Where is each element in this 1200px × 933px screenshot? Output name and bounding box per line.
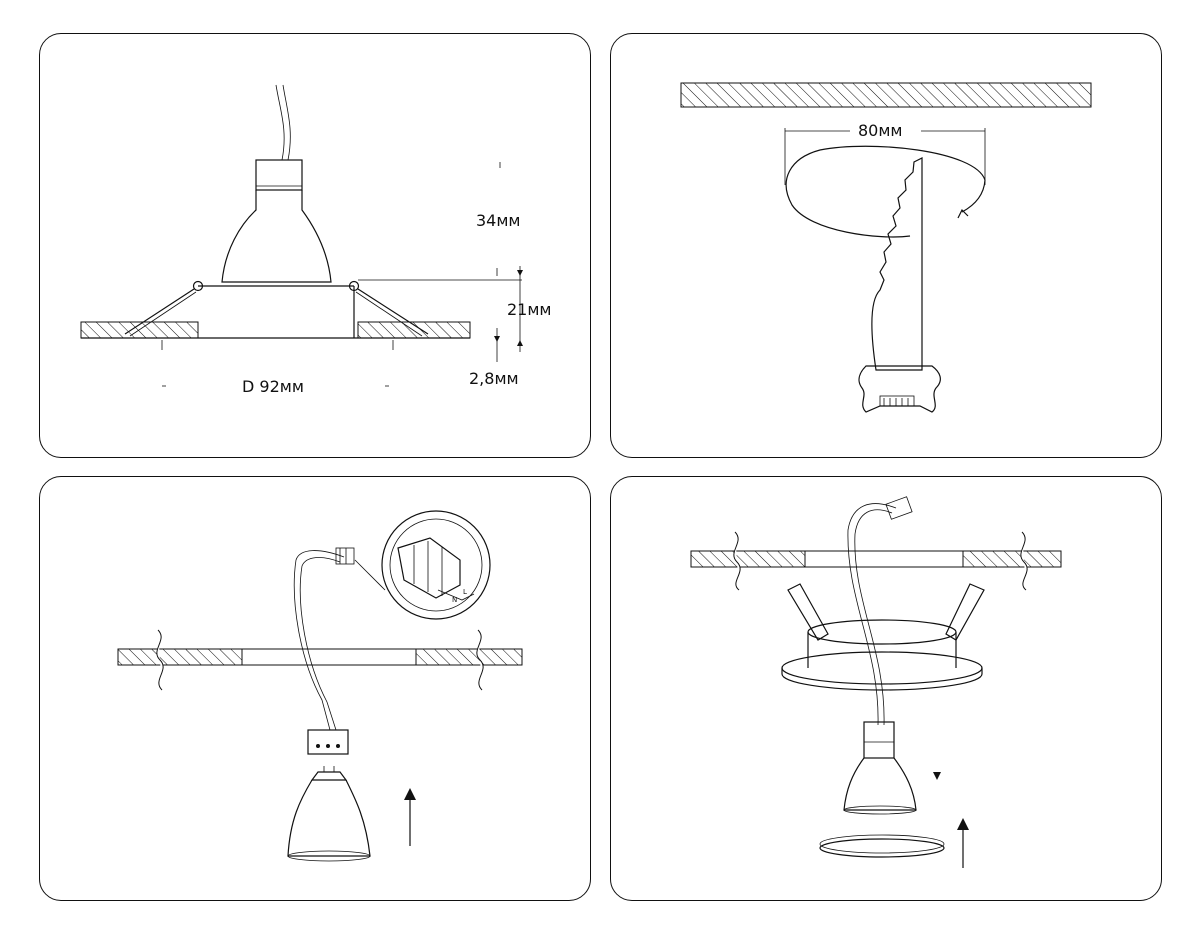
terminal-n-label: N [452,596,457,604]
dimension-lamp-height: 34мм [476,211,521,230]
dimension-cutout: 80мм [858,121,903,140]
ceiling-cutout-drawing [680,82,1092,413]
terminal-l-label: L [463,588,467,596]
panel-dimensions [39,33,591,458]
dimension-flange: 2,8мм [469,369,519,388]
wiring-drawing [117,510,523,862]
mounting-drawing [690,496,1062,868]
dimension-body-height: 21мм [507,300,552,319]
panel-mounting [610,476,1162,901]
panel-wiring [39,476,591,901]
dimension-diameter: D 92мм [242,377,304,396]
fixture-dimension-drawing [80,84,523,387]
